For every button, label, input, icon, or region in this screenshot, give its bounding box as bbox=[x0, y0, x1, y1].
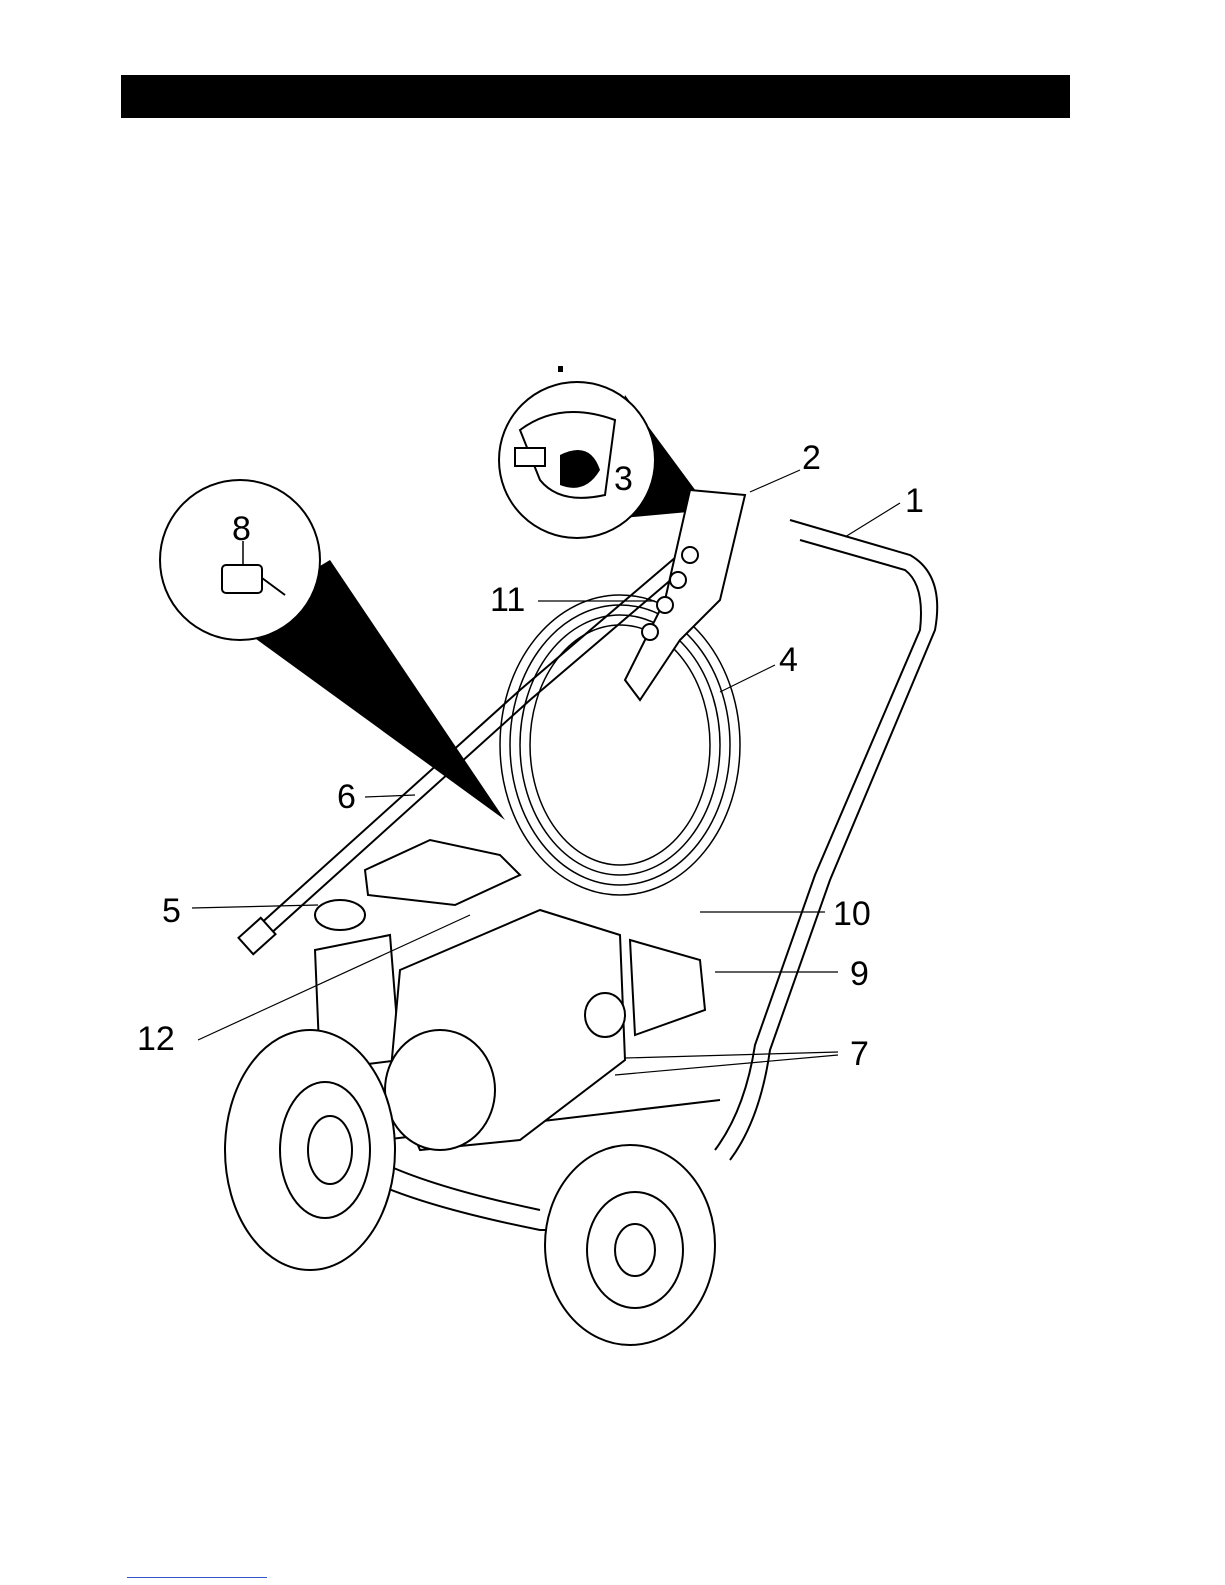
callout-11: 11 bbox=[490, 581, 525, 619]
callout-5: 5 bbox=[162, 892, 181, 930]
callout-3: 3 bbox=[614, 460, 633, 498]
inset-trigger-detail bbox=[499, 382, 710, 538]
callout-2: 2 bbox=[802, 439, 821, 477]
callout-12: 12 bbox=[137, 1020, 175, 1058]
footer-link-underline[interactable] bbox=[127, 1577, 267, 1578]
callout-1: 1 bbox=[905, 482, 924, 520]
marker-dot bbox=[558, 366, 563, 372]
callout-8: 8 bbox=[232, 510, 251, 548]
callout-10: 10 bbox=[833, 895, 871, 933]
callout-9: 9 bbox=[850, 955, 869, 993]
callout-6: 6 bbox=[337, 778, 356, 816]
callout-4: 4 bbox=[779, 641, 798, 679]
callout-7: 7 bbox=[850, 1035, 869, 1073]
nozzle-holder bbox=[625, 490, 745, 700]
hose-reel bbox=[500, 595, 740, 895]
